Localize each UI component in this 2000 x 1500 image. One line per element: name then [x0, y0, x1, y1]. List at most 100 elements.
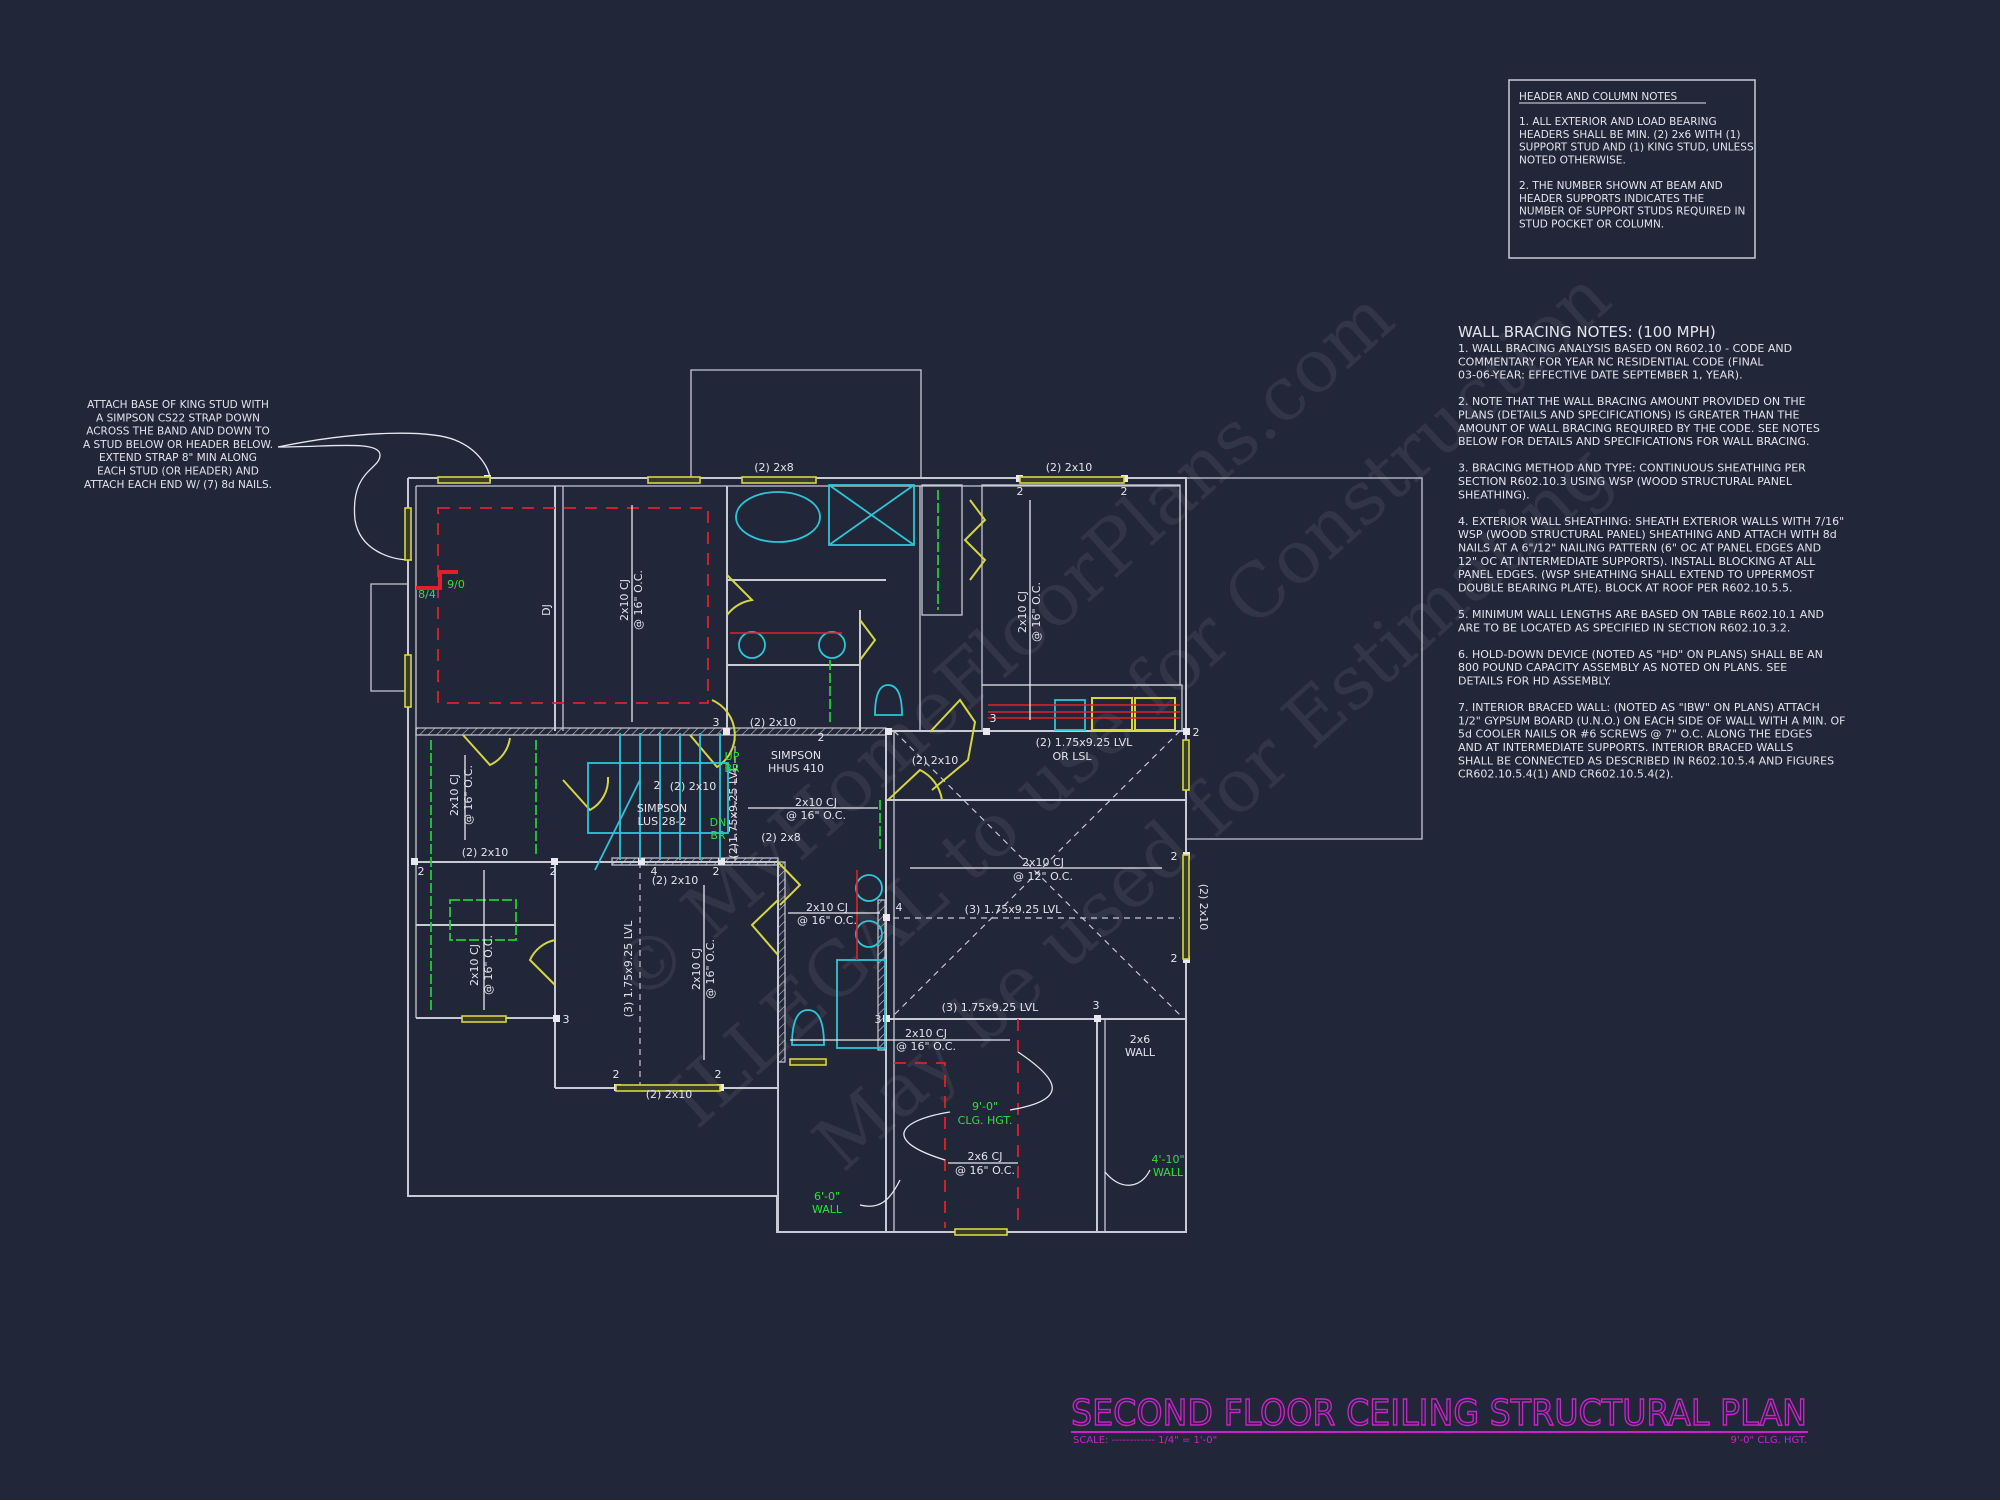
plan-label: 2	[550, 865, 557, 878]
wall-bracing-note-line: 1/2" GYPSUM BOARD (U.N.O.) ON EACH SIDE …	[1458, 714, 1846, 727]
leader-line	[277, 432, 491, 481]
header-column-notes: HEADER AND COLUMN NOTES 1. ALL EXTERIOR …	[1508, 79, 1756, 259]
plan-label: 2	[613, 1068, 620, 1081]
plan-label: HHUS 410	[768, 762, 824, 775]
joist-span-arrows	[464, 500, 1162, 1207]
plan-label: WALL	[1153, 1166, 1184, 1179]
plan-label: 2	[1121, 485, 1128, 498]
plan-label: 2	[418, 865, 425, 878]
wall-bracing-note-line: 12" OC AT INTERMEDIATE SUPPORTS). INSTAL…	[1458, 555, 1816, 568]
plan-label: 2x10 CJ	[905, 1027, 947, 1040]
plan-label: 2	[1017, 485, 1024, 498]
king-stud-note-line: ACROSS THE BAND AND DOWN TO	[86, 426, 270, 438]
stairs	[587, 733, 729, 871]
header-note-line: HEADERS SHALL BE MIN. (2) 2x6 WITH (1)	[1519, 129, 1741, 141]
plan-label: SIMPSON	[771, 749, 821, 762]
wall-bracing-note-line: WSP (WOOD STRUCTURAL PANEL) SHEATHING AN…	[1458, 528, 1837, 541]
plan-label: 2	[1171, 952, 1178, 965]
plan-label: UP	[725, 750, 740, 763]
wall-bracing-note-line: 5. MINIMUM WALL LENGTHS ARE BASED ON TAB…	[1458, 608, 1824, 621]
plan-label: 2x10 CJ	[468, 944, 481, 986]
wall-bracing-note-line: BELOW FOR DETAILS AND SPECIFICATIONS FOR…	[1458, 435, 1809, 448]
plan-label: 4'-10"	[1151, 1153, 1184, 1166]
plan-label: DN	[710, 816, 727, 829]
wall-bracing-note-line: ARE TO BE LOCATED AS SPECIFIED IN SECTIO…	[1458, 621, 1790, 634]
plan-label: (2) 2x10	[670, 780, 717, 793]
plan-label: (2) 2x10	[652, 874, 699, 887]
plan-label: @ 12" O.C.	[1013, 870, 1073, 883]
plan-label: 8/4	[418, 588, 436, 601]
wall-bracing-notes: WALL BRACING NOTES: (100 MPH) 1. WALL BR…	[1458, 323, 1846, 781]
wall-bracing-note-line: 3. BRACING METHOD AND TYPE: CONTINUOUS S…	[1458, 462, 1806, 475]
plan-label: 2	[713, 865, 720, 878]
plan-label: 3	[990, 712, 997, 725]
wall-bracing-note-line: 03-06-YEAR: EFFECTIVE DATE SEPTEMBER 1, …	[1458, 369, 1743, 382]
plan-label: WALL	[1125, 1046, 1156, 1059]
header-note-line: NUMBER OF SUPPORT STUDS REQUIRED IN	[1519, 206, 1745, 218]
plan-label: 2	[715, 1068, 722, 1081]
header-note-line: 2. THE NUMBER SHOWN AT BEAM AND	[1519, 180, 1723, 192]
king-stud-note-line: ATTACH BASE OF KING STUD WITH	[87, 399, 269, 411]
king-stud-note-line: EXTEND STRAP 8" MIN ALONG	[99, 452, 257, 464]
plan-label: 2x6 CJ	[968, 1150, 1003, 1163]
wall-bracing-note-line: COMMENTARY FOR YEAR NC RESIDENTIAL CODE …	[1458, 355, 1764, 368]
header-note-line: HEADER SUPPORTS INDICATES THE	[1519, 193, 1704, 205]
wall-bracing-heading: WALL BRACING NOTES: (100 MPH)	[1458, 323, 1716, 341]
wall-bracing-note-line: NAILS AT A 6"/12" NAILING PATTERN (6" OC…	[1458, 542, 1821, 555]
plan-label: @ 16" O.C.	[1030, 582, 1043, 642]
plan-label: (2) 2x10	[1197, 884, 1210, 931]
drawing-title: SECOND FLOOR CEILING STRUCTURAL PLAN	[1071, 1393, 1807, 1434]
wall-bracing-note-line: 6. HOLD-DOWN DEVICE (NOTED AS "HD" ON PL…	[1458, 648, 1823, 661]
header-note-line: 1. ALL EXTERIOR AND LOAD BEARING	[1519, 116, 1717, 128]
plan-label: @ 16" O.C.	[896, 1040, 956, 1053]
header-note-line: STUD POCKET OR COLUMN.	[1519, 218, 1664, 230]
wall-bracing-note-line: 4. EXTERIOR WALL SHEATHING: SHEATH EXTER…	[1458, 515, 1844, 528]
plan-label: 2	[818, 731, 825, 744]
plan-label: 2x6	[1130, 1033, 1151, 1046]
plan-label: 9/0	[447, 578, 465, 591]
plan-label: (3) 1.75x9.25 LVL	[942, 1001, 1040, 1014]
wall-bracing-note-line: PANEL EDGES. (WSP SHEATHING SHALL EXTEND…	[1458, 568, 1814, 581]
plan-label: @ 16" O.C.	[786, 809, 846, 822]
wall-bracing-note-line: 7. INTERIOR BRACED WALL: (NOTED AS "IBW"…	[1458, 701, 1820, 714]
plan-label: @ 16" O.C.	[632, 570, 645, 630]
ceiling-height-label: 9'-0" CLG. HGT.	[1730, 1435, 1807, 1446]
plan-label: (2) 2x8	[754, 461, 794, 474]
wall-bracing-note-line: 1. WALL BRACING ANALYSIS BASED ON R602.1…	[1458, 342, 1792, 355]
king-stud-note-line: EACH STUD (OR HEADER) AND	[97, 466, 259, 478]
plan-label: 2	[1193, 726, 1200, 739]
plan-label: (2) 2x10	[646, 1088, 693, 1101]
plan-label: @ 16" O.C.	[482, 935, 495, 995]
plan-label: 2x10 CJ	[795, 796, 837, 809]
plan-label: (2) 2x10	[750, 716, 797, 729]
plan-label: 3	[563, 1013, 570, 1026]
plan-label: 4	[651, 865, 658, 878]
plan-label: (3) 1.75x9.25 LVL	[965, 903, 1063, 916]
wall-bracing-note-line: AND AT INTERMEDIATE SUPPORTS. INTERIOR B…	[1458, 741, 1793, 754]
plan-label: 3	[713, 716, 720, 729]
plan-label: 3	[875, 1013, 882, 1026]
wall-bracing-note-line: CR602.10.5.4(1) AND CR602.10.5.4(2).	[1458, 768, 1673, 781]
plan-label: 3	[1093, 999, 1100, 1012]
plan-label: (2)1.75x9.25 LVL	[727, 765, 740, 859]
king-stud-note-line: A STUD BELOW OR HEADER BELOW.	[83, 439, 273, 451]
plan-label: (2) 2x10	[462, 846, 509, 859]
plan-label: 2x10 CJ	[806, 901, 848, 914]
plan-label: 9'-0"	[972, 1100, 998, 1113]
plan-label: LUS 28-2	[637, 815, 686, 828]
header-note-line: NOTED OTHERWISE.	[1519, 154, 1626, 166]
king-stud-note-line: A SIMPSON CS22 STRAP DOWN	[96, 412, 260, 424]
wall-bracing-note-line: DOUBLE BEARING PLATE). BLOCK AT ROOF PER…	[1458, 581, 1792, 594]
plan-label: @ 16" O.C.	[462, 765, 475, 825]
plan-label: 2	[1171, 850, 1178, 863]
wall-bracing-note-line: DETAILS FOR HD ASSEMBLY.	[1458, 675, 1611, 688]
plan-label: CLG. HGT.	[958, 1114, 1013, 1127]
wall-bracing-note-line: 5d COOLER NAILS OR #6 SCREWS @ 7" O.C. A…	[1458, 728, 1812, 741]
plan-label: 2x10 CJ	[1016, 591, 1029, 633]
plan-label: 2x10 CJ	[1022, 856, 1064, 869]
plan-label: 4	[896, 901, 903, 914]
wall-bracing-note-line: SHALL BE CONNECTED AS DESCRIBED IN R602.…	[1458, 754, 1834, 767]
plan-label: 6'-0"	[814, 1190, 840, 1203]
